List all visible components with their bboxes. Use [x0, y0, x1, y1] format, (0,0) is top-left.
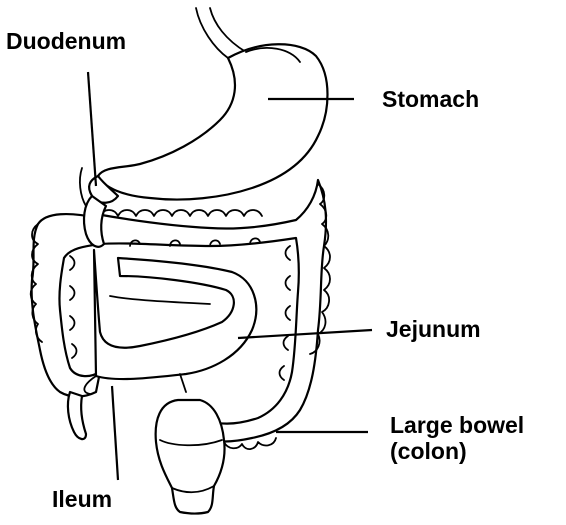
- rectum: [156, 400, 225, 514]
- large-bowel-label-line2: (colon): [390, 438, 524, 464]
- large-bowel-label-line1: Large bowel: [390, 412, 524, 438]
- duodenum-leader: [88, 72, 96, 186]
- small-intestine: [84, 250, 256, 394]
- stomach-label: Stomach: [382, 86, 479, 112]
- duodenum-label: Duodenum: [6, 28, 126, 54]
- ileum-leader: [112, 386, 118, 480]
- large-bowel-label: Large bowel (colon): [390, 412, 524, 465]
- stomach: [89, 44, 327, 203]
- jejunum-label: Jejunum: [386, 316, 481, 342]
- esophagus: [196, 8, 246, 58]
- ileum-label: Ileum: [52, 486, 112, 512]
